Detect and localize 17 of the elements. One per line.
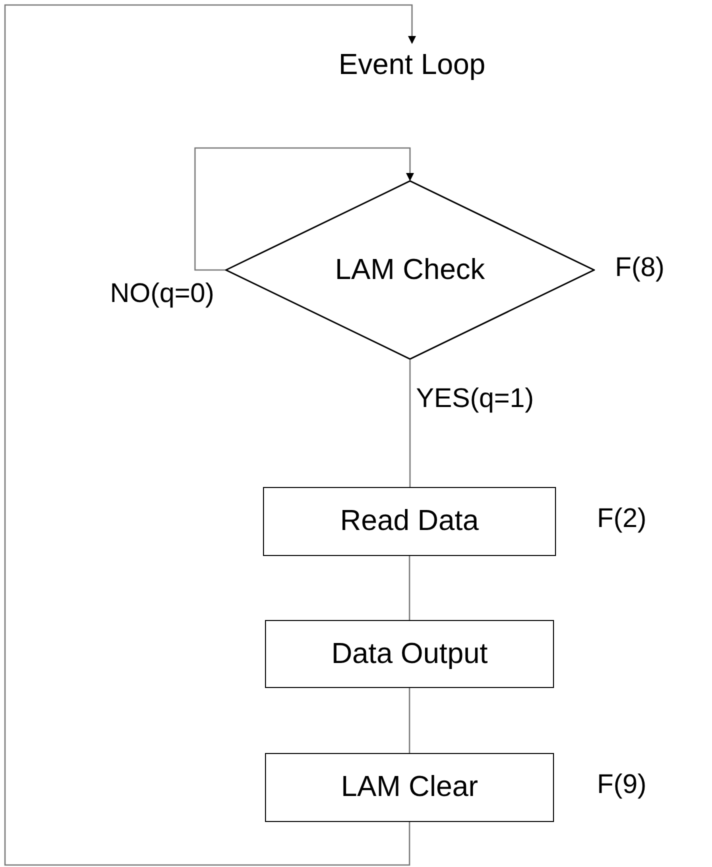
node-label: Read Data (340, 505, 479, 538)
function-code: F(9) (597, 769, 646, 800)
decision-diamond (225, 180, 595, 360)
arrow (194, 147, 414, 271)
process-box (265, 753, 554, 822)
node-label: Data Output (331, 638, 488, 670)
connector-line (408, 556, 410, 620)
function-code: F(8) (615, 252, 664, 283)
node-label: Event Loop (338, 48, 486, 82)
node-label: LAM Clear (341, 771, 478, 804)
connector-line (408, 688, 410, 753)
process-box (265, 620, 554, 688)
function-code: F(2) (597, 503, 646, 534)
process-box (263, 487, 556, 556)
arrow (4, 4, 416, 866)
node-label: LAM Check (335, 254, 485, 286)
connector-line (409, 360, 411, 487)
